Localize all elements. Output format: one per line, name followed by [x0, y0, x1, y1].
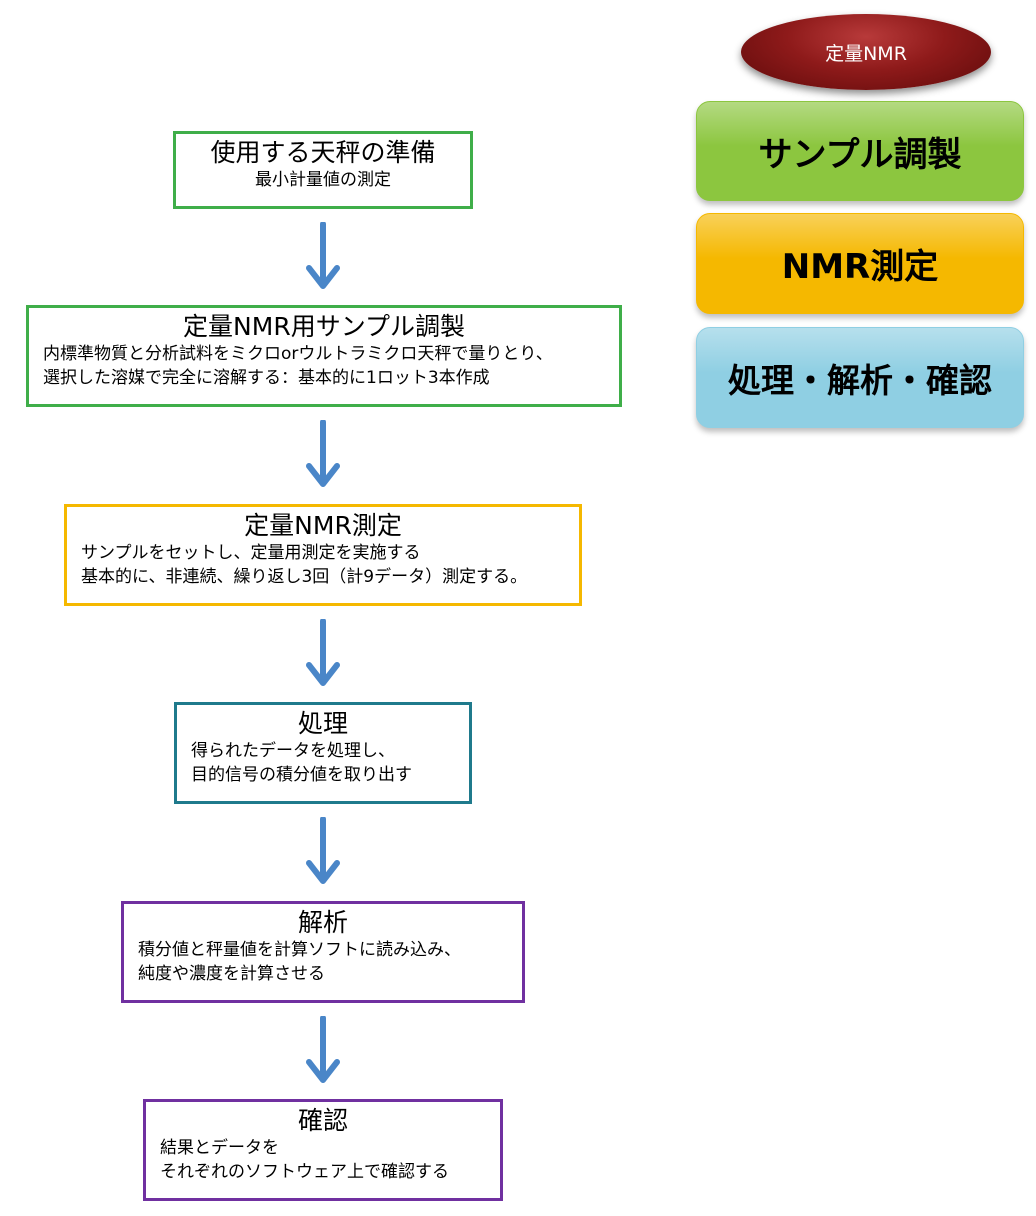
- step-line: 純度や濃度を計算させる: [138, 964, 325, 984]
- step-balance-preparation: 使用する天秤の準備 最小計量値の測定: [173, 131, 473, 209]
- badge-label: 定量NMR: [825, 42, 907, 65]
- step-line: 結果とデータを: [160, 1138, 279, 1158]
- flow-arrow-icon: [306, 420, 340, 487]
- legend-nmr-measurement: NMR測定: [696, 213, 1024, 314]
- legend-processing-analysis-confirmation: 処理・解析・確認: [696, 327, 1024, 428]
- legend-label: 処理・解析・確認: [728, 360, 992, 400]
- step-sample-preparation: 定量NMR用サンプル調製 内標準物質と分析試料をミクロorウルトラミクロ天秤で量…: [26, 305, 622, 407]
- step-processing: 処理 得られたデータを処理し、 目的信号の積分値を取り出す: [174, 702, 472, 804]
- flow-arrow-icon: [306, 817, 340, 884]
- legend-sample-prep: サンプル調製: [696, 101, 1024, 201]
- step-title: 定量NMR測定: [244, 511, 402, 540]
- step-line: 内標準物質と分析試料をミクロorウルトラミクロ天秤で量りとり、: [43, 344, 553, 364]
- legend-label: NMR測定: [781, 247, 939, 287]
- flow-arrow-icon: [306, 222, 340, 289]
- step-line: それぞれのソフトウェア上で確認する: [160, 1162, 449, 1182]
- qnmr-badge: 定量NMR: [741, 14, 991, 90]
- step-line: 最小計量値の測定: [255, 170, 391, 190]
- step-line: 積分値と秤量値を計算ソフトに読み込み、: [138, 940, 461, 960]
- step-title: 定量NMR用サンプル調製: [183, 312, 465, 341]
- step-nmr-measurement: 定量NMR測定 サンプルをセットし、定量用測定を実施する 基本的に、非連続、繰り…: [64, 504, 582, 606]
- legend-label: サンプル調製: [758, 134, 962, 175]
- step-line: 選択した溶媒で完全に溶解する：基本的に1ロット3本作成: [43, 368, 490, 388]
- step-title: 処理: [297, 709, 348, 738]
- flow-arrow-icon: [306, 1016, 340, 1083]
- step-line: 目的信号の積分値を取り出す: [191, 765, 412, 785]
- step-confirmation: 確認 結果とデータを それぞれのソフトウェア上で確認する: [143, 1099, 503, 1201]
- step-line: サンプルをセットし、定量用測定を実施する: [81, 543, 421, 563]
- step-title: 使用する天秤の準備: [210, 138, 436, 167]
- step-analysis: 解析 積分値と秤量値を計算ソフトに読み込み、 純度や濃度を計算させる: [121, 901, 525, 1003]
- step-title: 確認: [297, 1106, 348, 1135]
- step-line: 得られたデータを処理し、: [191, 741, 395, 761]
- step-title: 解析: [297, 908, 348, 937]
- flow-arrow-icon: [306, 619, 340, 686]
- step-line: 基本的に、非連続、繰り返し3回（計9データ）測定する。: [81, 567, 528, 587]
